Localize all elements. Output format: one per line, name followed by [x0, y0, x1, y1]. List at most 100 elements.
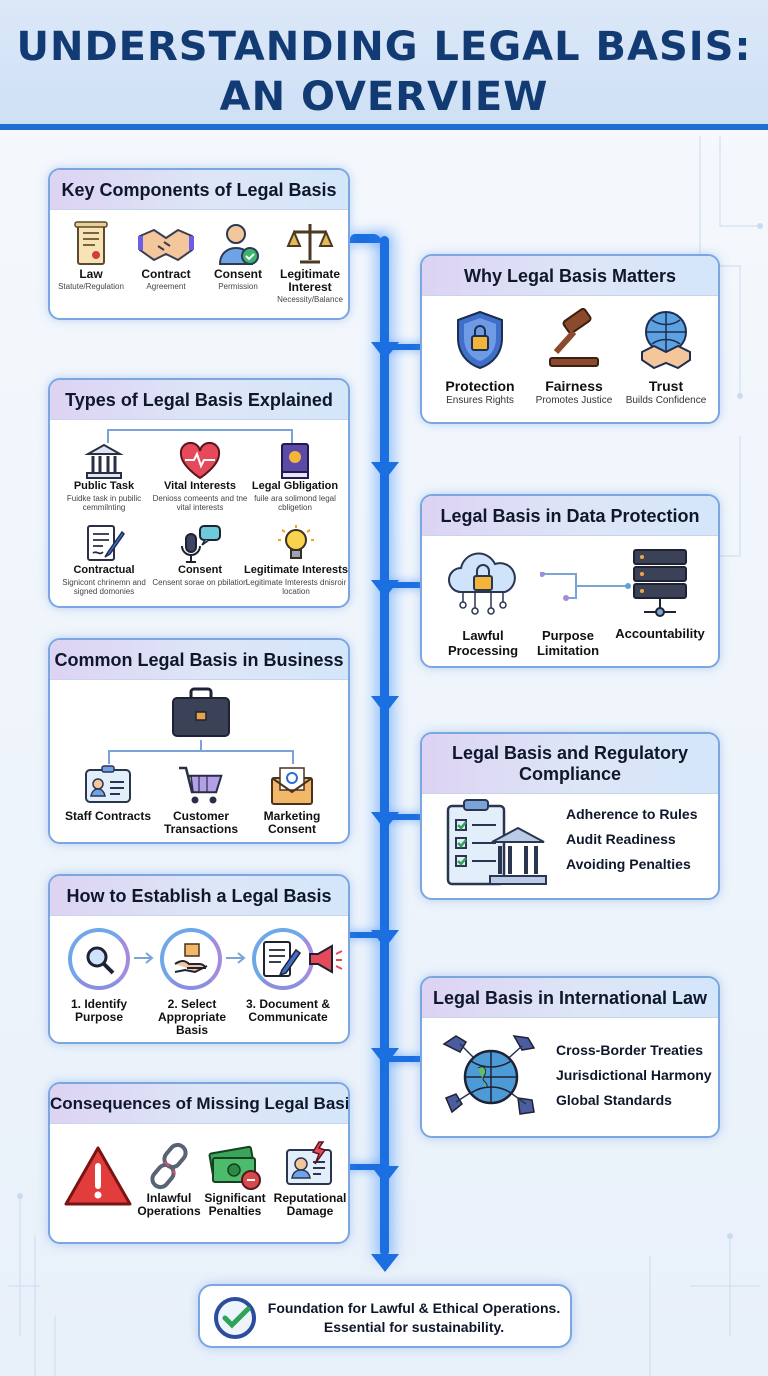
item-cross-border: Cross-Border Treaties	[556, 1042, 704, 1058]
arrow-down-icon	[371, 580, 399, 598]
branch-line	[107, 429, 293, 443]
arrow-right-icon	[134, 952, 154, 964]
card-types: Types of Legal Basis Explained Public Ta…	[48, 378, 350, 608]
card-title: Common Legal Basis in Business	[50, 640, 348, 680]
card-establish: How to Establish a Legal Basis 1. Identi…	[48, 874, 350, 1044]
step-document: 3. Document & Communicate	[245, 997, 330, 1024]
scales-icon	[286, 224, 334, 264]
card-international: Legal Basis in International Law Cross-B…	[420, 976, 720, 1138]
branch-line	[108, 750, 294, 764]
globe-network-icon	[442, 1035, 536, 1115]
arrow-down-icon	[371, 462, 399, 480]
item-law: Law Statute/Regulation	[54, 220, 128, 291]
item-audit: Audit Readiness	[566, 831, 676, 847]
scroll-icon	[74, 221, 108, 265]
footer-banner: Foundation for Lawful & Ethical Operatio…	[198, 1284, 572, 1348]
item-vital-interests: Vital Interests Denioss comeents and tne…	[150, 442, 250, 512]
connector-consequences	[350, 1164, 384, 1170]
item-unlawful: Inlawful Operations	[134, 1140, 204, 1218]
item-global-standards: Global Standards	[556, 1092, 672, 1108]
step-select: 2. Select Appropriate Basis	[157, 997, 226, 1037]
card-title: Legal Basis and Regulatory Compliance	[422, 734, 718, 794]
shield-lock-icon	[457, 310, 503, 370]
broken-chain-icon	[150, 1142, 188, 1190]
clipboard-building-icon	[446, 799, 547, 886]
item-purpose-limitation: Purpose Limitation	[536, 628, 600, 658]
card-title: Key Components of Legal Basis	[50, 170, 348, 210]
card-why-matters: Why Legal Basis Matters Protection Ensur…	[420, 254, 720, 424]
footer-text: Foundation for Lawful & Ethical Operatio…	[267, 1300, 561, 1335]
damaged-profile-icon	[286, 1141, 332, 1185]
card-title: Types of Legal Basis Explained	[50, 380, 348, 420]
item-marketing-consent: Marketing Consent	[242, 764, 342, 836]
arrow-down-icon	[371, 930, 399, 948]
briefcase-icon	[172, 687, 230, 737]
item-customer-transactions: Customer Transactions	[150, 764, 252, 836]
cloud-lock-icon	[448, 552, 516, 615]
card-title: Consequences of Missing Legal Basis	[50, 1084, 348, 1124]
item-contract: Contract Agreement	[130, 220, 202, 291]
card-regulatory: Legal Basis and Regulatory Compliance Ad…	[420, 732, 720, 900]
step-identify: 1. Identify Purpose	[70, 997, 127, 1024]
card-business: Common Legal Basis in Business Staff Con…	[48, 638, 350, 844]
item-contractual: Contractual Signicont chrinemn and signe…	[54, 524, 154, 596]
check-circle-icon	[214, 1297, 256, 1339]
microphone-chat-icon	[181, 525, 221, 563]
card-data-protection: Legal Basis in Data Protection Lawful Pr…	[420, 494, 720, 668]
card-key-components: Key Components of Legal Basis Law Statut…	[48, 168, 350, 320]
item-staff-contracts: Staff Contracts	[56, 764, 160, 823]
contract-pen-icon	[87, 525, 125, 561]
item-jurisdictional: Jurisdictional Harmony	[556, 1067, 712, 1083]
arrow-right-icon	[226, 952, 246, 964]
item-consent: Consent Permission	[202, 220, 274, 291]
magnifier-icon	[86, 946, 115, 975]
header: UNDERSTANDING LEGAL BASIS: AN OVERVIEW	[0, 0, 768, 130]
connector-data	[386, 582, 422, 588]
person-check-icon	[218, 224, 259, 265]
item-protection: Protection Ensures Rights	[430, 308, 530, 406]
timeline-spine	[380, 236, 389, 1256]
item-consent: Consent Censent sorae on pbilation	[150, 524, 250, 587]
hand-box-icon	[174, 943, 208, 974]
connector-establish	[350, 932, 384, 938]
building-icon	[84, 443, 124, 479]
item-fairness: Fairness Promotes Justice	[524, 308, 624, 406]
email-icon	[271, 767, 313, 805]
card-title: How to Establish a Legal Basis	[50, 876, 348, 916]
connector-international	[386, 1056, 422, 1062]
warning-icon	[64, 1146, 132, 1206]
law-book-icon	[281, 443, 309, 479]
arrow-down-icon	[371, 812, 399, 830]
item-adherence: Adherence to Rules	[566, 806, 698, 822]
arrow-down-icon	[371, 1166, 399, 1184]
item-legitimate-interest: Legitimate Interest Necessity/Balance	[272, 220, 348, 304]
item-accountability: Accountability	[610, 548, 710, 641]
flow-icon	[540, 572, 631, 601]
arrow-down-icon	[371, 342, 399, 360]
handshake-icon	[138, 228, 194, 262]
id-card-icon	[85, 765, 131, 803]
item-legal-obligation: Legal Gbligation fuile ara solimond lega…	[244, 442, 346, 512]
item-lawful-processing: Lawful Processing	[440, 544, 526, 658]
item-legitimate-interests: Legitimate Interests Legitimate Imterest…	[244, 524, 348, 596]
lightbulb-icon	[278, 525, 314, 559]
arrow-down-icon	[371, 1254, 399, 1272]
arrow-down-icon	[371, 1048, 399, 1066]
card-title: Legal Basis in Data Protection	[422, 496, 718, 536]
step-ring	[160, 928, 222, 990]
step-ring	[68, 928, 130, 990]
page-title: UNDERSTANDING LEGAL BASIS: AN OVERVIEW	[16, 24, 752, 120]
item-penalties: Significant Penalties	[200, 1140, 270, 1218]
item-reputational: Reputational Damage	[270, 1140, 348, 1218]
card-title: Why Legal Basis Matters	[422, 256, 718, 296]
item-trust: Trust Builds Confidence	[616, 308, 716, 406]
item-public-task: Public Task Fuidke task in pubilic cemmi…	[54, 442, 154, 512]
branch-line	[200, 740, 202, 750]
flow-connector-top	[350, 234, 382, 243]
connector-why	[386, 344, 422, 350]
card-consequences: Consequences of Missing Legal Basis Inla…	[48, 1082, 350, 1244]
gavel-icon	[549, 308, 599, 367]
connector-regulatory	[386, 814, 422, 820]
document-megaphone-icon	[263, 941, 343, 977]
money-icon	[208, 1145, 261, 1190]
